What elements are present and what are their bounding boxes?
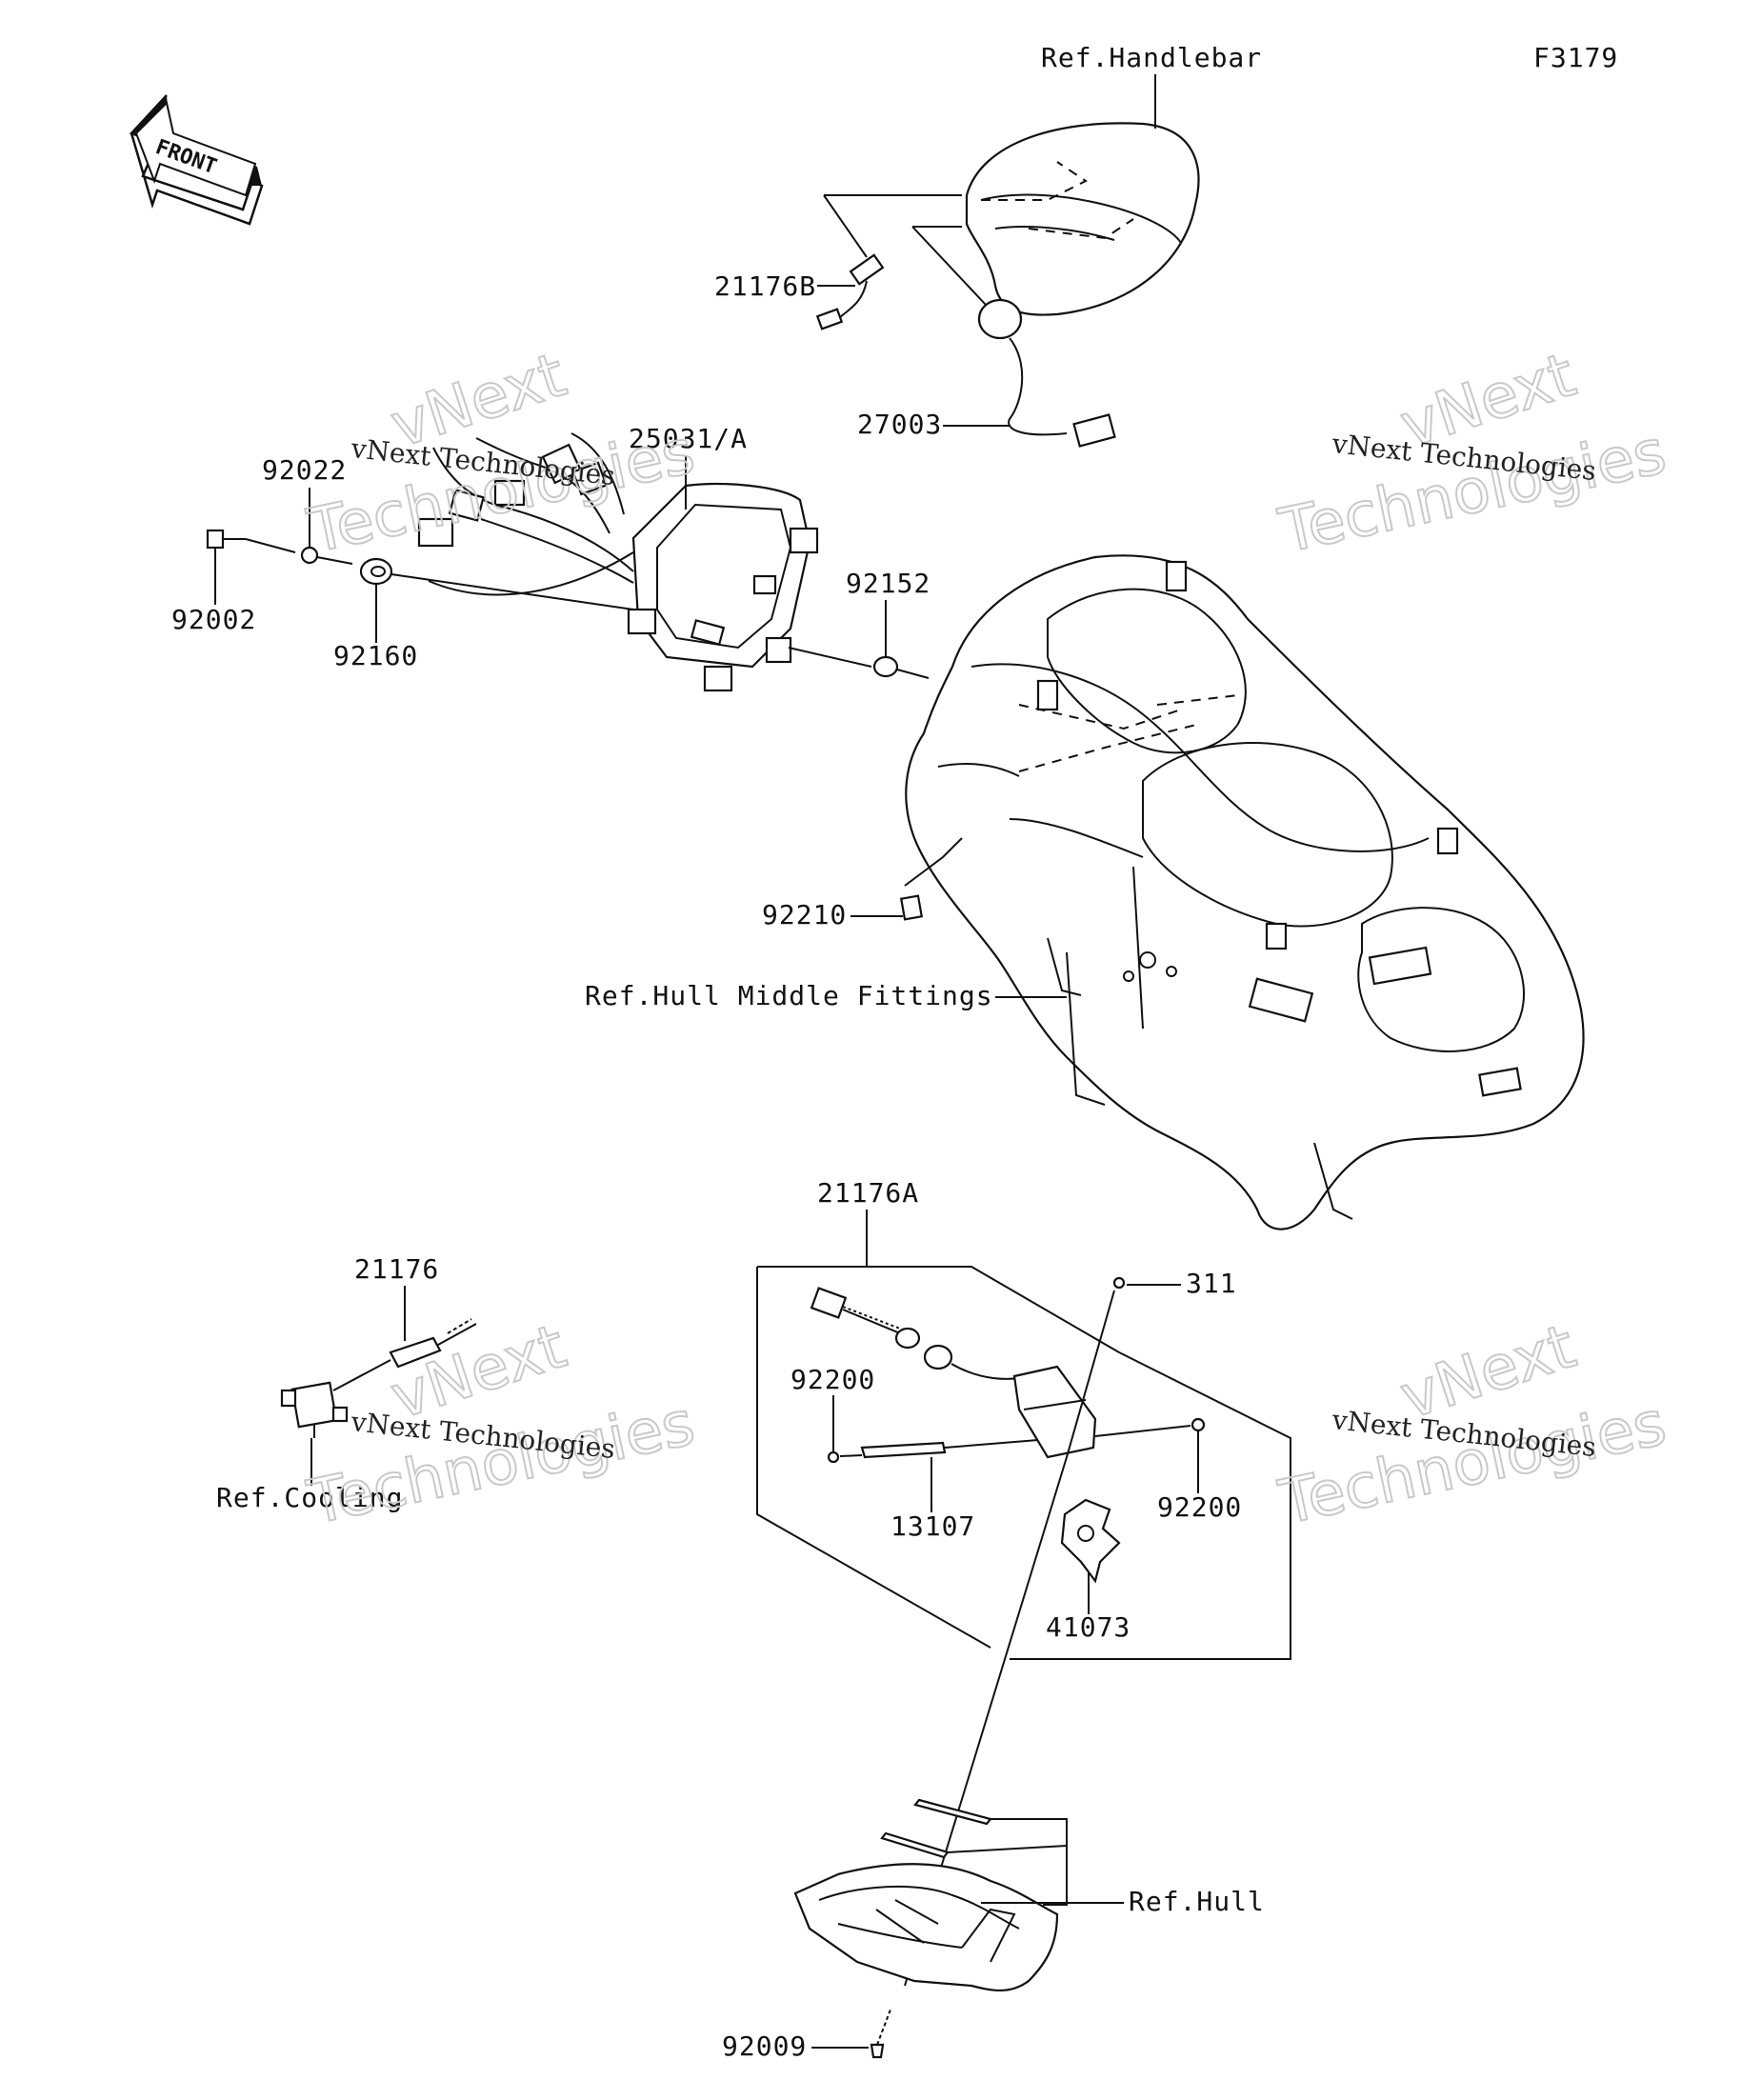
nut-92152	[872, 655, 899, 678]
sensor-21176B	[815, 194, 962, 330]
label-41073: 41073	[1046, 1611, 1131, 1643]
handlebar-assembly	[965, 122, 1200, 316]
sensor-21176	[280, 1318, 477, 1438]
label-92152: 92152	[846, 568, 931, 599]
sensor-21176A	[810, 1287, 1097, 1459]
ref-handlebar-label: Ref.Handlebar	[1041, 42, 1262, 73]
label-92002: 92002	[171, 604, 256, 635]
switch-27003	[911, 226, 1116, 448]
watermark-right-top: vNext Technologies vNext Technologies	[1272, 339, 1673, 569]
nut-92200-left	[827, 1450, 840, 1464]
ref-hull-middle-label: Ref.Hull Middle Fittings	[585, 980, 993, 1011]
cap-41073	[1060, 1498, 1121, 1584]
hull-middle-body	[905, 554, 1585, 1230]
label-92009: 92009	[722, 2030, 807, 2062]
label-92210: 92210	[762, 899, 847, 930]
grommet-92160	[359, 557, 393, 586]
label-13107: 13107	[891, 1510, 975, 1542]
label-21176A: 21176A	[817, 1177, 919, 1209]
label-311: 311	[1186, 1268, 1237, 1299]
hull-bottom-part	[793, 1863, 1059, 1992]
label-92160: 92160	[333, 640, 418, 671]
label-92022: 92022	[262, 454, 347, 486]
bolt-92002	[206, 529, 246, 550]
clip-92210	[899, 894, 924, 921]
label-25031A: 25031/A	[629, 423, 748, 454]
ref-cooling-label: Ref.Cooling	[216, 1482, 403, 1513]
nut-92200-right	[1191, 1417, 1206, 1432]
label-92200-left: 92200	[790, 1364, 875, 1395]
label-27003: 27003	[857, 409, 942, 440]
watermark-right-bottom: vNext Technologies vNext Technologies	[1272, 1310, 1673, 1540]
meter-25031A	[417, 432, 819, 692]
figure-code: F3179	[1533, 42, 1618, 73]
label-21176: 21176	[354, 1253, 439, 1285]
strip-upper	[913, 1798, 992, 1826]
strip-lower	[880, 1831, 950, 1859]
nut-311	[1112, 1276, 1126, 1290]
watermark-left-bottom: vNext Technologies vNext Technologies	[301, 1310, 702, 1540]
group-box-21176A	[756, 1266, 1291, 1660]
label-92200-right: 92200	[1157, 1491, 1242, 1523]
front-arrow-icon: FRONT	[129, 94, 264, 226]
pin-13107	[860, 1441, 947, 1459]
screw-92009	[870, 2009, 891, 2059]
ref-hull-label: Ref.Hull	[1129, 1886, 1265, 1917]
label-21176B: 21176B	[714, 270, 816, 302]
